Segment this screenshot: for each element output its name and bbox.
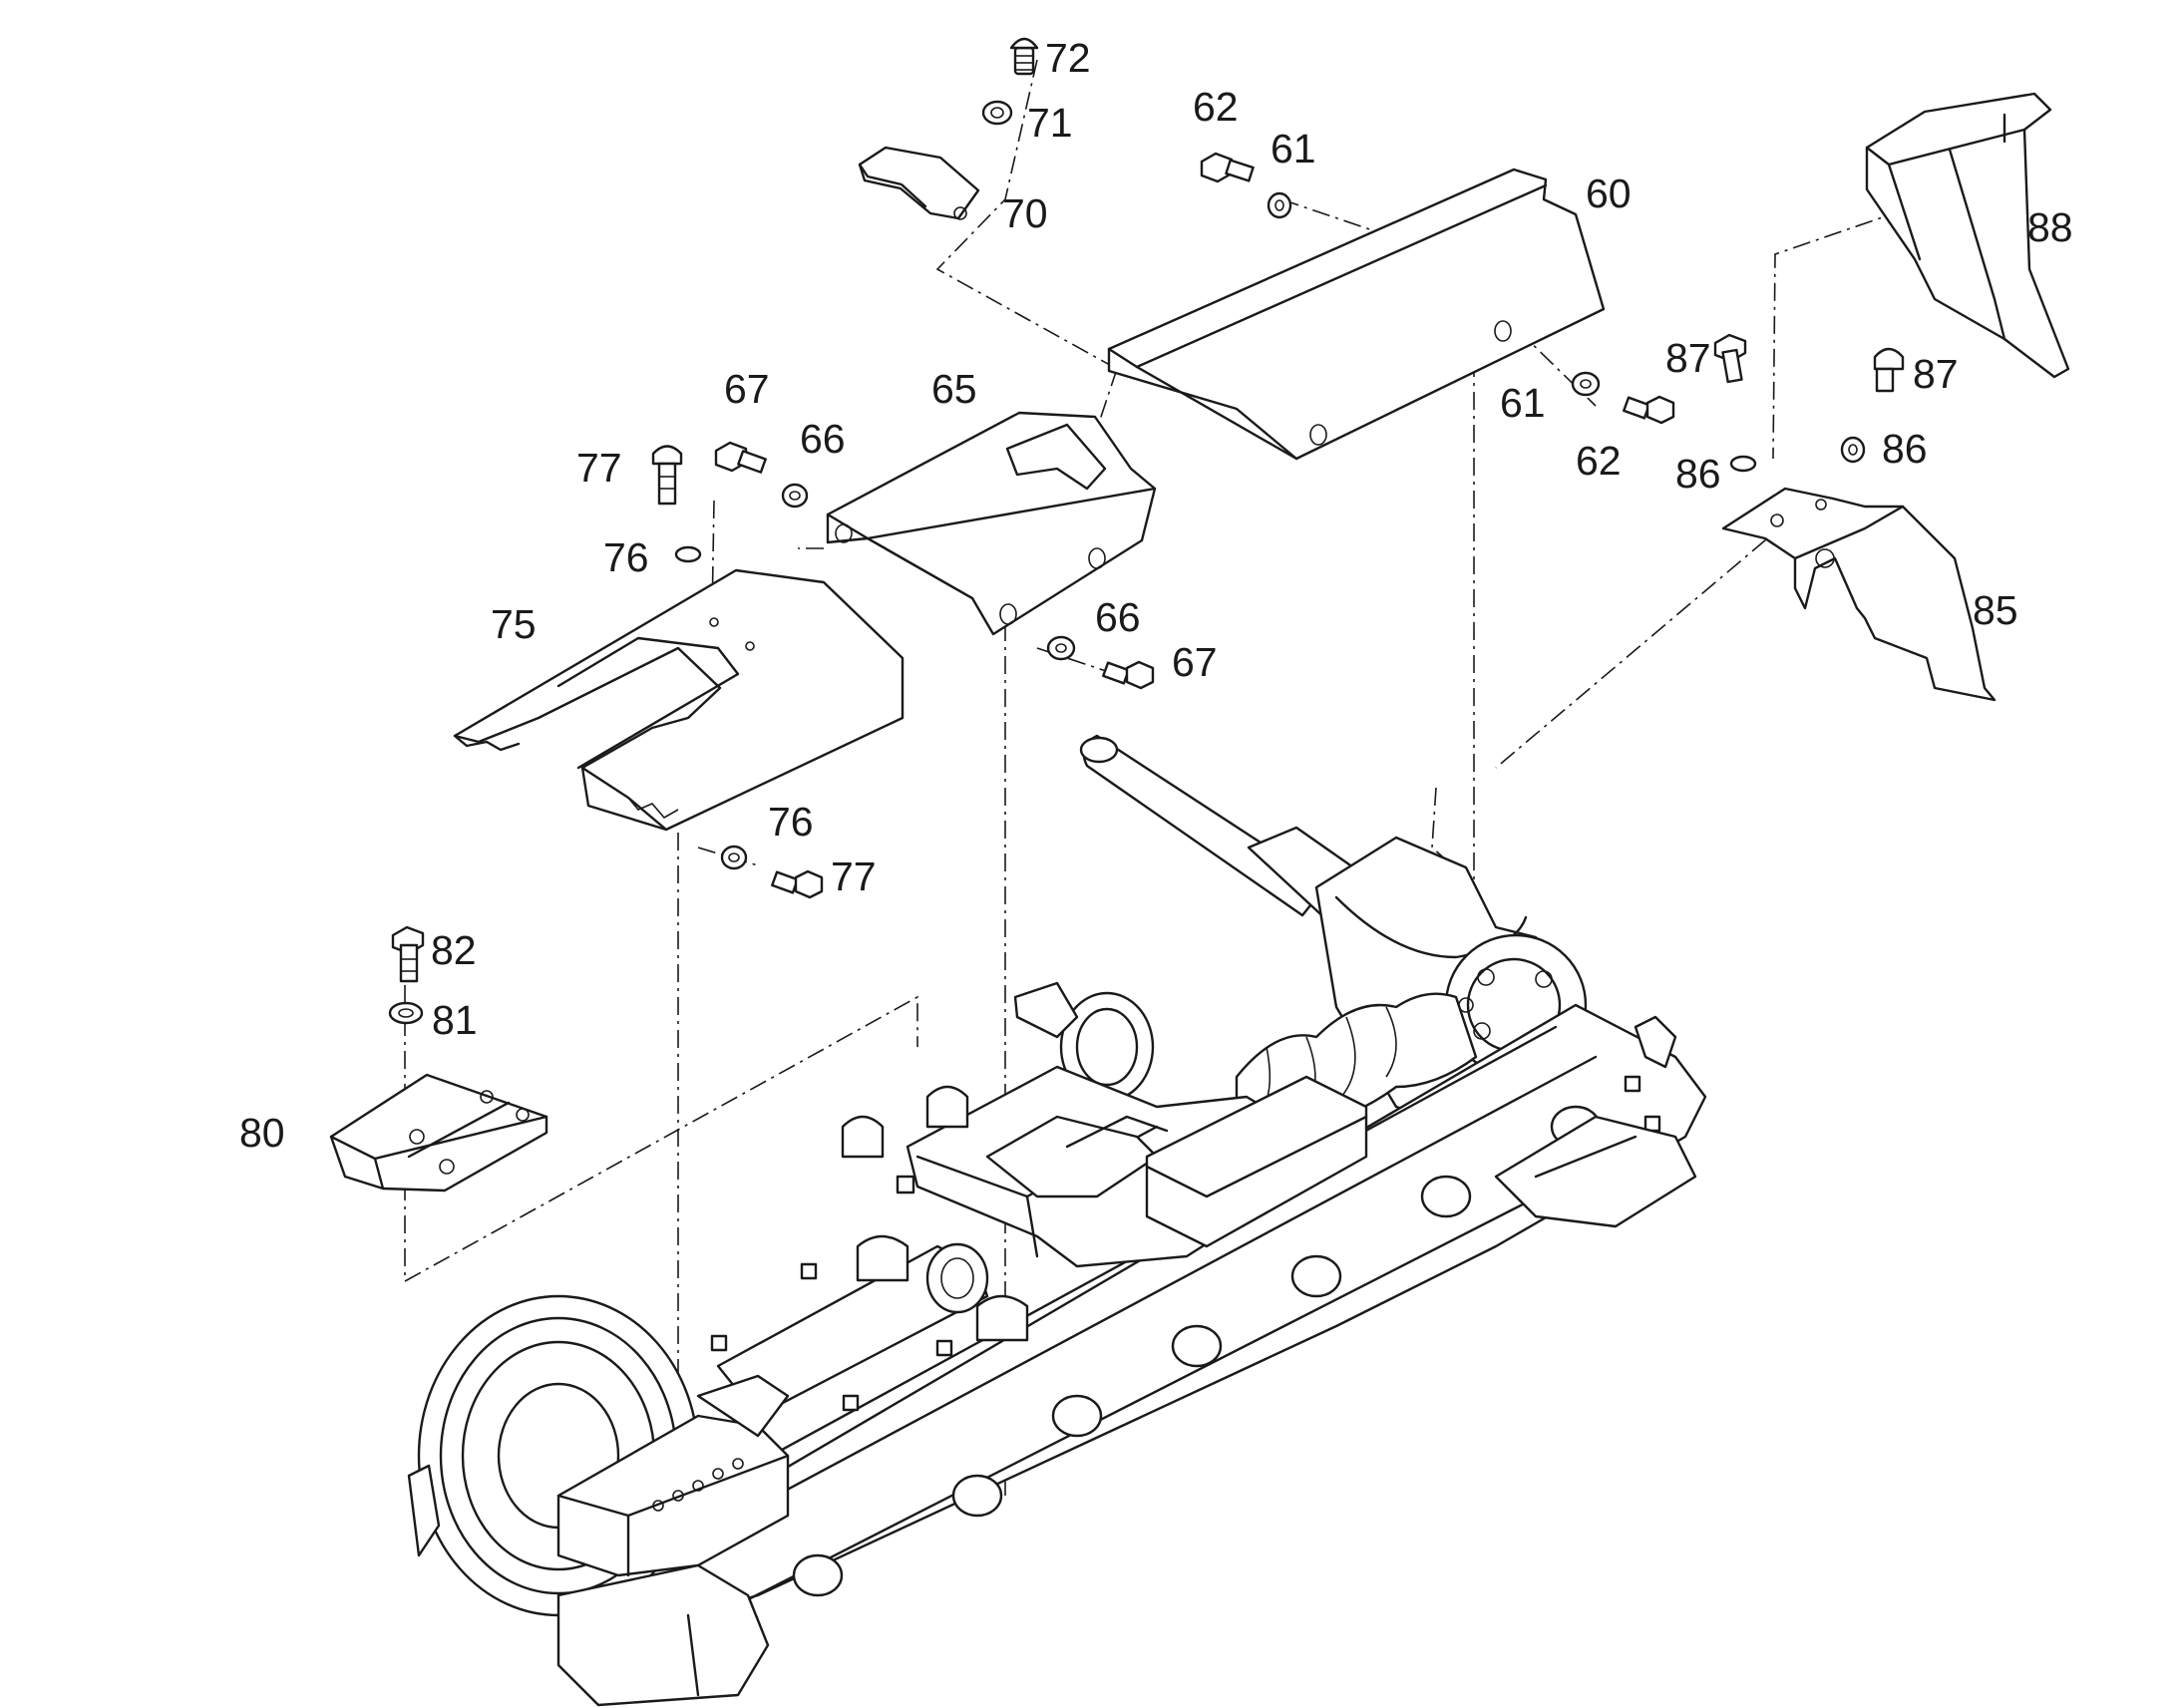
callout-61-right: 61 bbox=[1500, 380, 1546, 426]
part-87-bolt-right bbox=[1873, 347, 1905, 393]
callout-72: 72 bbox=[1045, 35, 1091, 81]
part-77-bolt-bottom bbox=[771, 869, 824, 899]
part-85-bracket bbox=[1721, 487, 1997, 702]
part-60-cover bbox=[1107, 168, 1606, 461]
part-61-washer-top bbox=[1267, 191, 1292, 219]
callout-71: 71 bbox=[1027, 100, 1073, 146]
callout-75: 75 bbox=[491, 601, 537, 647]
part-72-bolt bbox=[1009, 37, 1039, 76]
callout-labels: 72 71 70 62 61 60 88 67 65 66 77 76 75 6… bbox=[239, 35, 2073, 1156]
callout-62-top: 62 bbox=[1193, 84, 1239, 130]
part-67-bolt-bottom bbox=[1102, 660, 1155, 690]
callout-86-left: 86 bbox=[1675, 451, 1721, 497]
callout-82: 82 bbox=[431, 927, 477, 973]
callout-66-top: 66 bbox=[800, 416, 846, 462]
undercarriage-assembly bbox=[407, 734, 1707, 1707]
part-76-washer-top bbox=[674, 545, 702, 563]
part-86-washer-left bbox=[1729, 455, 1757, 473]
part-88-bracket bbox=[1865, 92, 2070, 379]
part-70-bracket bbox=[858, 146, 980, 220]
callout-70: 70 bbox=[1002, 190, 1048, 236]
callout-76-bottom: 76 bbox=[768, 799, 814, 845]
callout-67-top: 67 bbox=[724, 366, 770, 412]
callout-88: 88 bbox=[2027, 204, 2073, 250]
part-75-cover bbox=[453, 568, 905, 832]
part-62-bolt-right bbox=[1623, 395, 1675, 425]
callout-87-left: 87 bbox=[1665, 335, 1711, 381]
part-66-washer-top bbox=[781, 483, 809, 509]
part-82-bolt bbox=[391, 925, 425, 983]
part-67-bolt-top bbox=[714, 441, 767, 474]
callout-86-right: 86 bbox=[1882, 426, 1928, 472]
part-80-block bbox=[329, 1073, 548, 1193]
callout-81: 81 bbox=[432, 997, 478, 1043]
part-61-washer-right bbox=[1571, 371, 1601, 397]
callout-87-right: 87 bbox=[1913, 351, 1959, 397]
part-77-bolt-top bbox=[651, 445, 683, 506]
part-62-bolt-top bbox=[1200, 152, 1255, 183]
callout-61-top: 61 bbox=[1271, 126, 1316, 171]
part-87-bolt-left bbox=[1713, 333, 1747, 384]
callout-62-right: 62 bbox=[1576, 438, 1622, 484]
callout-77-top: 77 bbox=[576, 445, 622, 491]
part-71-washer bbox=[981, 100, 1013, 126]
part-65-cover bbox=[826, 411, 1157, 636]
callout-80: 80 bbox=[239, 1110, 285, 1156]
part-66-washer-bottom bbox=[1046, 635, 1076, 661]
callout-67-bottom: 67 bbox=[1172, 639, 1218, 685]
part-76-washer-bottom bbox=[720, 845, 748, 870]
callout-85: 85 bbox=[1973, 587, 2018, 633]
callout-60: 60 bbox=[1586, 171, 1632, 216]
callout-77-bottom: 77 bbox=[831, 854, 877, 899]
callout-66-bottom: 66 bbox=[1095, 594, 1141, 640]
callout-65: 65 bbox=[931, 366, 977, 412]
part-86-washer-right bbox=[1840, 436, 1866, 464]
callout-76-top: 76 bbox=[603, 534, 649, 580]
part-81-washer bbox=[388, 1001, 424, 1025]
